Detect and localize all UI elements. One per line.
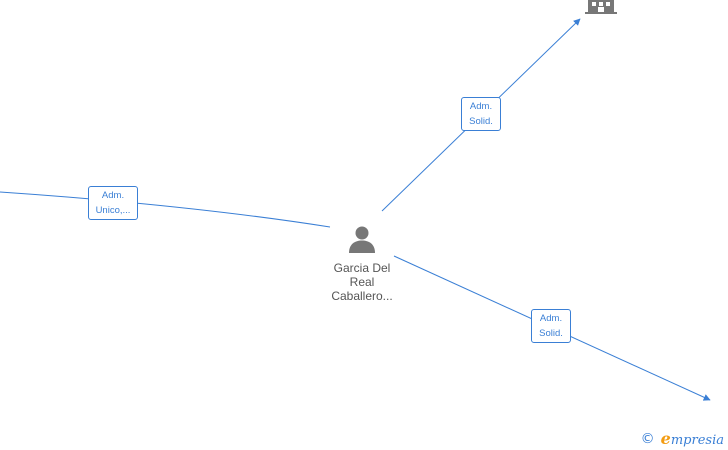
edge-label-line-1: Adm. xyxy=(101,190,125,201)
edge-label-line-1: Adm. xyxy=(539,313,563,324)
edge-label-adm-solid-bottom[interactable]: Adm. Solid. xyxy=(531,309,571,343)
person-name-line-1: Garcia Del xyxy=(333,261,391,275)
company-node[interactable] xyxy=(585,0,617,14)
person-node[interactable]: Garcia Del Real Caballero... xyxy=(322,224,402,303)
edge-label-line-2: Unico,... xyxy=(95,205,131,216)
logo-initial: e xyxy=(660,429,671,448)
edge-label-line-2: Solid. xyxy=(469,116,493,127)
person-name: Garcia Del Real Caballero... xyxy=(322,261,402,303)
edge-label-adm-unico[interactable]: Adm. Unico,... xyxy=(88,186,138,220)
edge-label-adm-solid-top[interactable]: Adm. Solid. xyxy=(461,97,501,131)
edge-label-line-2: Solid. xyxy=(539,328,563,339)
person-name-line-2: Real xyxy=(349,275,375,289)
copyright-symbol: © xyxy=(640,430,655,447)
building-icon xyxy=(585,0,617,14)
person-name-line-3: Caballero... xyxy=(331,289,393,303)
footer-brand: © empresia xyxy=(641,429,724,448)
logo-rest: mpresia xyxy=(670,433,724,448)
person-icon xyxy=(349,226,375,253)
empresia-logo: empresia xyxy=(661,429,724,448)
edge-line-left xyxy=(0,191,331,228)
edge-label-line-1: Adm. xyxy=(469,101,493,112)
